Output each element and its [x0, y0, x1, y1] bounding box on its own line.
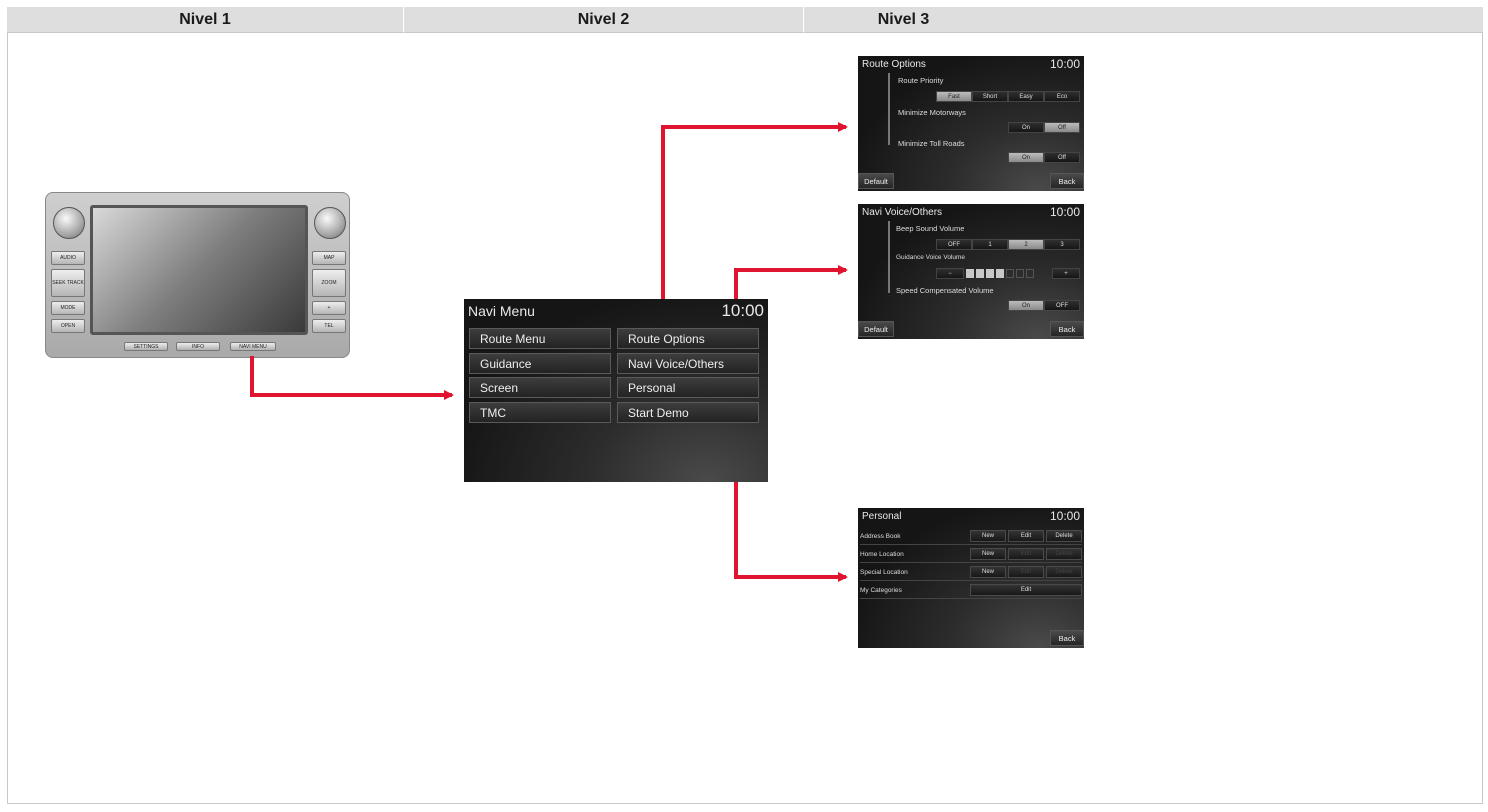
- special-location-delete-button[interactable]: Delete: [1046, 566, 1082, 578]
- scroll-sidebar[interactable]: [860, 221, 890, 293]
- address-book-row: Address Book: [860, 528, 1082, 545]
- tmc-button[interactable]: TMC: [469, 402, 611, 423]
- header-nivel-1: Nivel 1: [7, 7, 404, 33]
- screen-title: Navi Menu: [468, 303, 535, 319]
- personal-button[interactable]: Personal: [617, 377, 759, 398]
- row-label: Address Book: [860, 532, 901, 540]
- title-bar: Navi Voice/Others 10:00: [858, 204, 1084, 220]
- special-location-new-button[interactable]: New: [970, 566, 1006, 578]
- header-nivel-3: Nivel 3: [804, 7, 1483, 33]
- mode-button[interactable]: MODE: [51, 301, 85, 315]
- guidance-button[interactable]: Guidance: [469, 353, 611, 374]
- start-demo-button[interactable]: Start Demo: [617, 402, 759, 423]
- back-button[interactable]: Back: [1050, 630, 1084, 646]
- speed-off-option[interactable]: OFF: [1044, 300, 1080, 311]
- default-button[interactable]: Default: [858, 173, 894, 189]
- home-location-delete-button[interactable]: Delete: [1046, 548, 1082, 560]
- row-label: My Categories: [860, 586, 902, 594]
- address-book-delete-button[interactable]: Delete: [1046, 530, 1082, 542]
- navi-menu-screen: Navi Menu 10:00 Route Menu Route Options…: [464, 299, 768, 482]
- special-location-edit-button[interactable]: Edit: [1008, 566, 1044, 578]
- clock: 10:00: [721, 301, 764, 320]
- power-volume-knob[interactable]: [53, 207, 85, 239]
- route-options-screen: Route Options 10:00 Route Priority Fast …: [858, 56, 1084, 191]
- header-nivel-2: Nivel 2: [404, 7, 804, 33]
- my-categories-edit-button[interactable]: Edit: [970, 584, 1082, 596]
- title-bar: Personal 10:00: [858, 508, 1084, 524]
- back-button[interactable]: Back: [1050, 173, 1084, 189]
- seek-track-button[interactable]: SEEK TRACK: [51, 269, 85, 297]
- toll-off-option[interactable]: Off: [1044, 152, 1080, 163]
- tune-scroll-knob[interactable]: [314, 207, 346, 239]
- volume-minus-button[interactable]: −: [936, 268, 964, 279]
- priority-eco-option[interactable]: Eco: [1044, 91, 1080, 102]
- home-location-row: Home Location: [860, 546, 1082, 563]
- clock: 10:00: [1049, 509, 1080, 523]
- title-bar: Route Options 10:00: [858, 56, 1084, 72]
- address-book-edit-button[interactable]: Edit: [1008, 530, 1044, 542]
- home-location-new-button[interactable]: New: [970, 548, 1006, 560]
- volume-level-bar: [966, 268, 1050, 279]
- priority-short-option[interactable]: Short: [972, 91, 1008, 102]
- plus-button[interactable]: +: [312, 301, 346, 315]
- clock: 10:00: [1049, 57, 1080, 71]
- tel-button[interactable]: TEL: [312, 319, 346, 333]
- motorways-on-option[interactable]: On: [1008, 122, 1044, 133]
- screen-title: Personal: [862, 510, 902, 522]
- default-button[interactable]: Default: [858, 321, 894, 337]
- beep-3-option[interactable]: 3: [1044, 239, 1080, 250]
- scroll-sidebar[interactable]: [860, 73, 890, 145]
- guidance-voice-volume-label: Guidance Voice Volume: [896, 254, 966, 261]
- address-book-new-button[interactable]: New: [970, 530, 1006, 542]
- map-button[interactable]: MAP: [312, 251, 346, 265]
- special-location-row: Special Location: [860, 564, 1082, 581]
- route-menu-button[interactable]: Route Menu: [469, 328, 611, 349]
- screen-title: Navi Voice/Others: [862, 206, 943, 218]
- back-button[interactable]: Back: [1050, 321, 1084, 337]
- title-bar: Navi Menu 10:00: [464, 299, 768, 323]
- beep-off-option[interactable]: OFF: [936, 239, 972, 250]
- head-unit: AUDIO SEEK TRACK MODE OPEN MAP ZOOM + TE…: [45, 192, 350, 358]
- screen-button[interactable]: Screen: [469, 377, 611, 398]
- screen-title: Route Options: [862, 58, 926, 70]
- settings-button[interactable]: SETTINGS: [124, 342, 168, 351]
- row-label: Special Location: [860, 568, 908, 576]
- toll-on-option[interactable]: On: [1008, 152, 1044, 163]
- beep-sound-volume-label: Beep Sound Volume: [896, 224, 965, 233]
- audio-button[interactable]: AUDIO: [51, 251, 85, 265]
- info-button[interactable]: INFO: [176, 342, 220, 351]
- minimize-toll-roads-label: Minimize Toll Roads: [898, 139, 965, 148]
- speed-compensated-volume-label: Speed Compensated Volume: [896, 286, 994, 295]
- personal-screen: Personal 10:00 Address Book New Edit Del…: [858, 508, 1084, 648]
- head-unit-display: [90, 205, 308, 335]
- row-label: Home Location: [860, 550, 904, 558]
- navi-voice-others-button[interactable]: Navi Voice/Others: [617, 353, 759, 374]
- navi-voice-others-screen: Navi Voice/Others 10:00 Beep Sound Volum…: [858, 204, 1084, 339]
- open-button[interactable]: OPEN: [51, 319, 85, 333]
- priority-easy-option[interactable]: Easy: [1008, 91, 1044, 102]
- motorways-off-option[interactable]: Off: [1044, 122, 1080, 133]
- volume-plus-button[interactable]: +: [1052, 268, 1080, 279]
- navi-menu-button[interactable]: NAVI MENU: [230, 342, 276, 351]
- clock: 10:00: [1049, 205, 1080, 219]
- beep-2-option[interactable]: 2: [1008, 239, 1044, 250]
- route-priority-label: Route Priority: [898, 76, 944, 85]
- zoom-button[interactable]: ZOOM: [312, 269, 346, 297]
- my-categories-row: My Categories: [860, 582, 1082, 599]
- route-options-button[interactable]: Route Options: [617, 328, 759, 349]
- beep-1-option[interactable]: 1: [972, 239, 1008, 250]
- speed-on-option[interactable]: On: [1008, 300, 1044, 311]
- home-location-edit-button[interactable]: Edit: [1008, 548, 1044, 560]
- priority-fast-option[interactable]: Fast: [936, 91, 972, 102]
- minimize-motorways-label: Minimize Motorways: [898, 108, 966, 117]
